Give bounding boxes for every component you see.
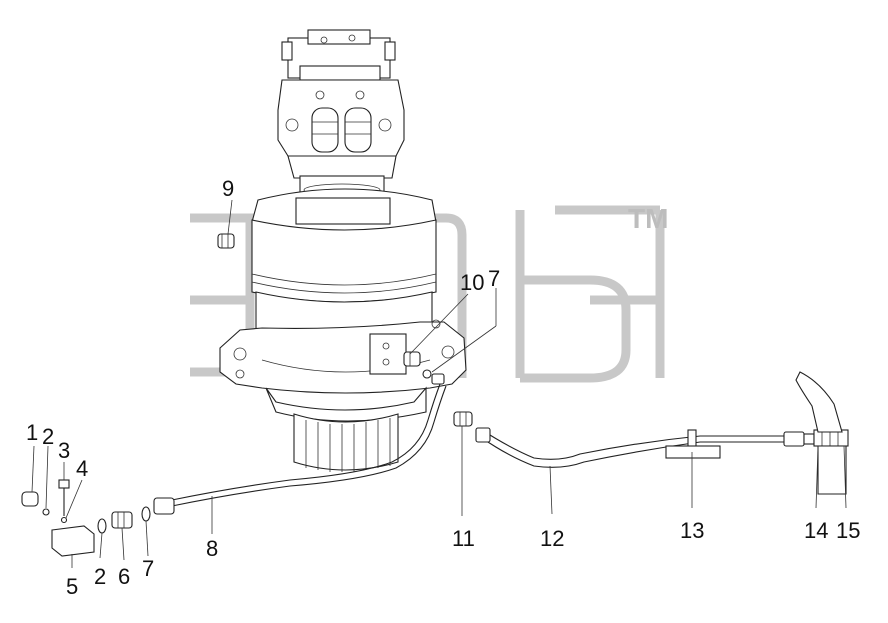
callout-2-upper: 2 xyxy=(42,424,54,449)
leader-lines xyxy=(31,199,847,568)
callout-2-lower: 2 xyxy=(94,564,106,589)
callout-5: 5 xyxy=(66,574,78,599)
callout-12: 12 xyxy=(540,526,564,551)
callout-7-upper: 7 xyxy=(488,266,500,291)
callout-14: 14 xyxy=(804,518,828,543)
fitting-9 xyxy=(217,233,235,249)
fitting-7-upper xyxy=(422,369,445,385)
clamp-13 xyxy=(665,429,721,459)
callout-3: 3 xyxy=(58,438,70,463)
hose-12 xyxy=(481,429,815,468)
fitting-10 xyxy=(403,351,421,367)
callout-15: 15 xyxy=(836,518,860,543)
callout-7-lower: 7 xyxy=(142,556,154,581)
callout-1: 1 xyxy=(26,420,38,445)
callout-10: 10 xyxy=(460,270,484,295)
connector-14-15 xyxy=(795,371,849,495)
callout-13: 13 xyxy=(680,518,704,543)
callout-labels: 1 2 3 4 5 2 6 7 8 9 10 7 11 12 13 14 15 xyxy=(26,176,860,599)
callout-9: 9 xyxy=(222,176,234,201)
callout-8: 8 xyxy=(206,536,218,561)
left-fittings xyxy=(21,479,175,557)
callout-4: 4 xyxy=(76,456,88,481)
swing-motor-assembly xyxy=(219,29,467,472)
callout-11: 11 xyxy=(452,526,475,551)
trademark-symbol: TM xyxy=(628,203,668,234)
callout-6: 6 xyxy=(118,564,130,589)
fitting-11 xyxy=(453,411,491,443)
hose-8 xyxy=(171,383,447,507)
